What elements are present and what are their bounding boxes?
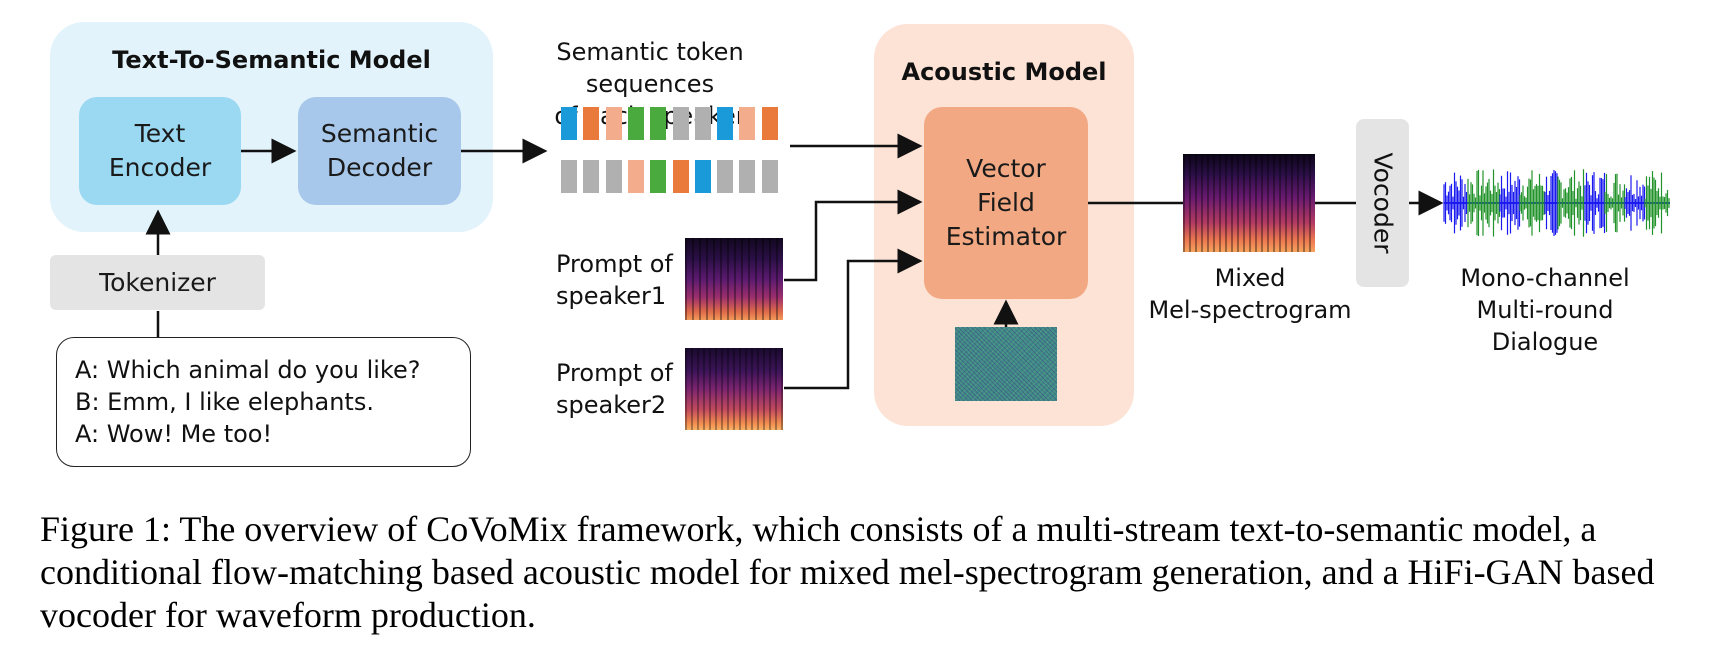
text-encoder-box: Text Encoder bbox=[79, 97, 241, 205]
semantic-token bbox=[650, 160, 667, 193]
semantic-token bbox=[672, 107, 689, 140]
semantic-token bbox=[761, 107, 778, 140]
output-waveform bbox=[1443, 169, 1670, 237]
semantic-token bbox=[627, 107, 644, 140]
semantic-token bbox=[583, 160, 600, 193]
speaker1-spectrogram bbox=[685, 238, 783, 320]
semantic-token bbox=[627, 160, 644, 193]
vector-field-estimator-box: Vector Field Estimator bbox=[924, 107, 1088, 299]
dialogue-line: A: Which animal do you like? bbox=[75, 356, 421, 384]
semantic-token bbox=[694, 107, 711, 140]
dialogue-line: A: Wow! Me too! bbox=[75, 420, 273, 448]
semantic-token bbox=[605, 160, 622, 193]
tokenizer-box: Tokenizer bbox=[50, 255, 265, 310]
acoustic-model-title: Acoustic Model bbox=[901, 58, 1107, 86]
dialogue-line: B: Emm, I like elephants. bbox=[75, 388, 374, 416]
semantic-token bbox=[694, 160, 711, 193]
arrow-speaker2-to-estimator bbox=[784, 248, 923, 390]
semantic-token bbox=[761, 160, 778, 193]
semantic-token bbox=[717, 107, 734, 140]
speaker2-spectrogram bbox=[685, 348, 783, 430]
semantic-token bbox=[650, 107, 667, 140]
semantic-token bbox=[739, 160, 756, 193]
figure-caption: Figure 1: The overview of CoVoMix framew… bbox=[40, 509, 1655, 635]
mixed-spectrogram bbox=[1183, 154, 1315, 252]
semantic-token bbox=[739, 107, 756, 140]
semantic-token bbox=[672, 160, 689, 193]
prompt-speaker1-label: Prompt of speaker1 bbox=[556, 250, 673, 310]
prompt-speaker2-label: Prompt of speaker2 bbox=[556, 359, 673, 419]
noise-image bbox=[955, 327, 1057, 401]
mixed-mel-label: Mixed Mel-spectrogram bbox=[1148, 264, 1352, 324]
semantic-token bbox=[717, 160, 734, 193]
dialogue-box: A: Which animal do you like? B: Emm, I l… bbox=[56, 337, 471, 467]
semantic-token bbox=[583, 107, 600, 140]
text-to-semantic-title: Text-To-Semantic Model bbox=[112, 46, 431, 74]
semantic-token bbox=[561, 107, 577, 140]
vocoder-box: Vocoder bbox=[1356, 119, 1409, 287]
output-label: Mono-channel Multi-round Dialogue bbox=[1460, 264, 1630, 356]
semantic-token-label: Semantic token sequences of each speaker bbox=[554, 38, 745, 130]
semantic-token bbox=[605, 107, 622, 140]
semantic-decoder-box: Semantic Decoder bbox=[298, 97, 461, 205]
arrow-speaker1-to-estimator bbox=[784, 189, 923, 282]
semantic-token bbox=[561, 160, 577, 193]
